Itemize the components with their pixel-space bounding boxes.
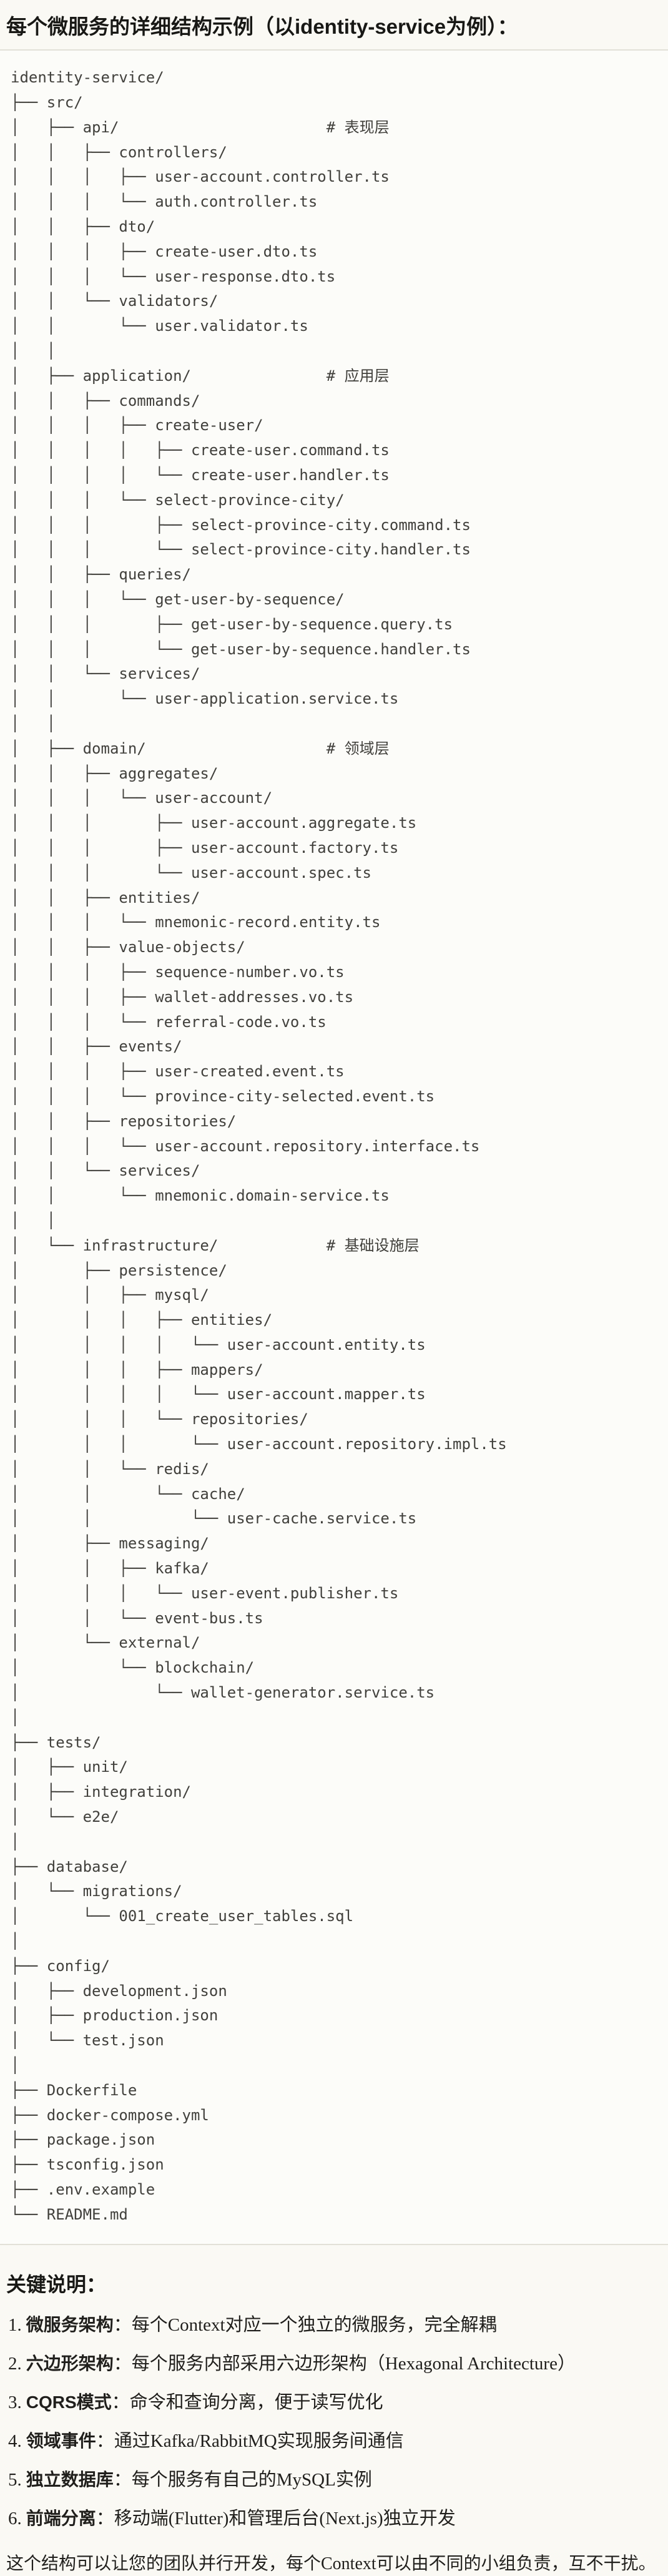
notes-list: 1.微服务架构：每个Context对应一个独立的微服务，完全解耦 2.六边形架构… xyxy=(6,2314,663,2530)
list-item-desc: ：移动端(Flutter)和管理后台(Next.js)独立开发 xyxy=(96,2508,456,2529)
list-item: 3.CQRS模式：命令和查询分离，便于读写优化 xyxy=(6,2391,663,2414)
code-block: identity-service/ ├── src/ │ ├── api/ # … xyxy=(0,49,668,2245)
page-title: 每个微服务的详细结构示例（以identity-service为例）： xyxy=(6,15,518,38)
list-item-term: 六边形架构 xyxy=(26,2353,114,2373)
list-item-desc: ：每个服务内部采用六边形架构（Hexagonal Architecture） xyxy=(113,2353,576,2374)
list-item-number: 5. xyxy=(8,2469,22,2490)
list-item-term: 独立数据库 xyxy=(26,2469,114,2489)
list-item-term: CQRS模式 xyxy=(26,2392,112,2412)
list-item: 2.六边形架构：每个服务内部采用六边形架构（Hexagonal Architec… xyxy=(6,2352,663,2375)
list-item-number: 1. xyxy=(8,2314,22,2335)
list-item: 4.领域事件：通过Kafka/RabbitMQ实现服务间通信 xyxy=(6,2430,663,2452)
list-item: 6.前端分离：移动端(Flutter)和管理后台(Next.js)独立开发 xyxy=(6,2507,663,2530)
list-item-desc: ：每个Context对应一个独立的微服务，完全解耦 xyxy=(113,2314,497,2335)
notes-heading: 关键说明： xyxy=(6,2273,107,2296)
list-item-desc: ：每个服务有自己的MySQL实例 xyxy=(113,2469,372,2490)
list-item-desc: ：通过Kafka/RabbitMQ实现服务间通信 xyxy=(96,2431,404,2451)
list-item-desc: ：命令和查询分离，便于读写优化 xyxy=(111,2392,383,2412)
list-item: 5.独立数据库：每个服务有自己的MySQL实例 xyxy=(6,2469,663,2491)
directory-tree: identity-service/ ├── src/ │ ├── api/ # … xyxy=(11,69,507,2223)
list-item-number: 6. xyxy=(8,2508,22,2529)
list-item: 1.微服务架构：每个Context对应一个独立的微服务，完全解耦 xyxy=(6,2314,663,2336)
list-item-term: 前端分离 xyxy=(26,2508,96,2528)
notes-section: 关键说明： 1.微服务架构：每个Context对应一个独立的微服务，完全解耦 2… xyxy=(5,2269,663,2576)
list-item-number: 3. xyxy=(8,2392,22,2412)
list-item-number: 4. xyxy=(8,2431,22,2451)
list-item-term: 微服务架构 xyxy=(26,2314,114,2334)
list-item-term: 领域事件 xyxy=(26,2431,96,2451)
closing-paragraph: 这个结构可以让您的团队并行开发，每个Context可以由不同的小组负责，互不干扰… xyxy=(6,2554,656,2574)
list-item-number: 2. xyxy=(8,2353,22,2374)
